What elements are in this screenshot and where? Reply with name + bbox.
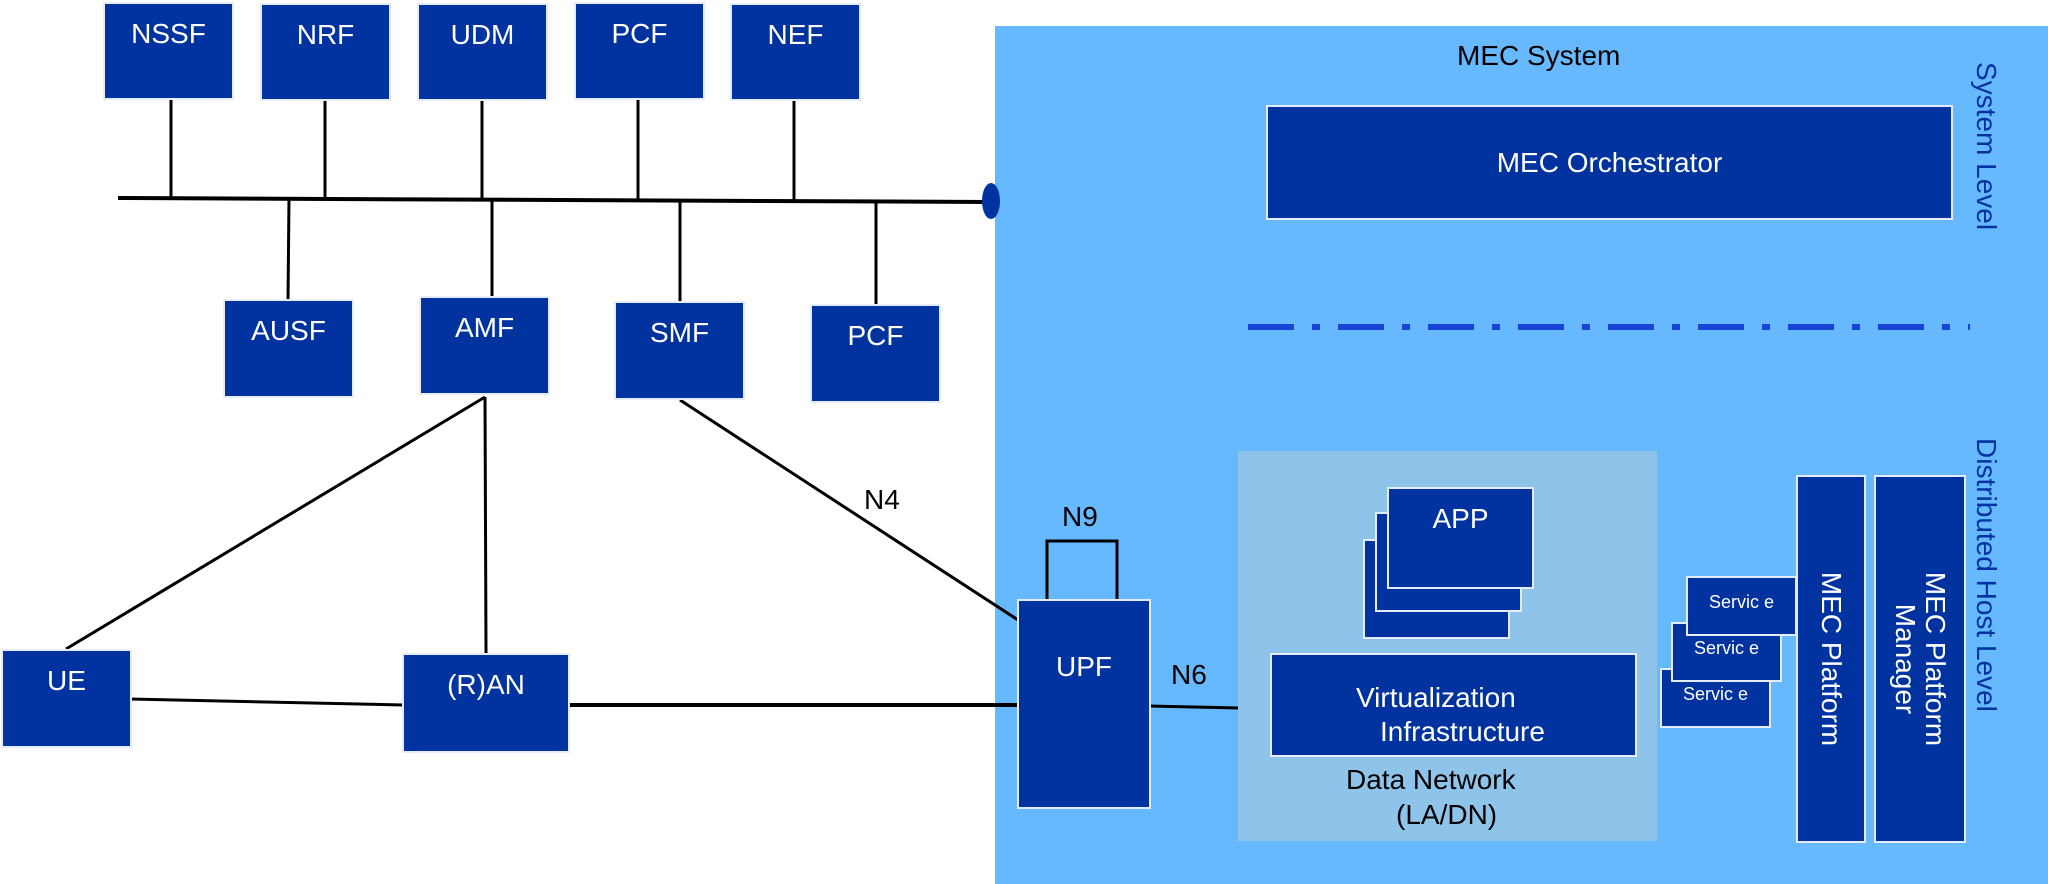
bus-endpoint <box>982 183 1000 219</box>
interface-label-n9: N9 <box>1062 501 1098 532</box>
upf-box: UPF <box>1017 599 1151 809</box>
nf-box-nrf: NRF <box>260 3 391 101</box>
mec-platform-manager-box: MEC Platform Manager <box>1874 475 1966 843</box>
nf-box-nssf: NSSF <box>103 2 234 100</box>
ue-box: UE <box>1 649 132 748</box>
app-box-front: APP <box>1387 487 1534 589</box>
data-network-label-line1: Data Network <box>1346 764 1516 795</box>
data-network-label-line2: (LA/DN) <box>1396 799 1498 830</box>
service-bus-line <box>117 196 991 204</box>
system-level-label: System Level <box>1971 62 2002 231</box>
nf-box-smf: SMF <box>614 301 745 400</box>
nf-box-pcf-top: PCF <box>574 2 705 100</box>
interface-label-n4: N4 <box>864 484 900 515</box>
ran-box: (R)AN <box>402 653 570 753</box>
mec-platform-box: MEC Platform <box>1796 475 1866 843</box>
distributed-host-level-label: Distributed Host Level <box>1971 438 2002 712</box>
mec-system-title: MEC System <box>1457 40 1621 71</box>
virtualization-infrastructure-box: Virtualization Infrastructure <box>1270 653 1637 757</box>
service-box-3: Servic e <box>1660 668 1771 728</box>
nf-box-udm: UDM <box>417 3 548 101</box>
nf-box-amf: AMF <box>419 296 550 395</box>
nf-box-ausf: AUSF <box>223 299 354 398</box>
interface-label-n6: N6 <box>1171 659 1207 690</box>
service-box-1: Servic e <box>1686 576 1797 636</box>
mec-orchestrator-box: MEC Orchestrator <box>1266 105 1953 220</box>
nf-box-pcf-bottom: PCF <box>810 304 941 403</box>
nf-box-nef: NEF <box>730 3 861 101</box>
